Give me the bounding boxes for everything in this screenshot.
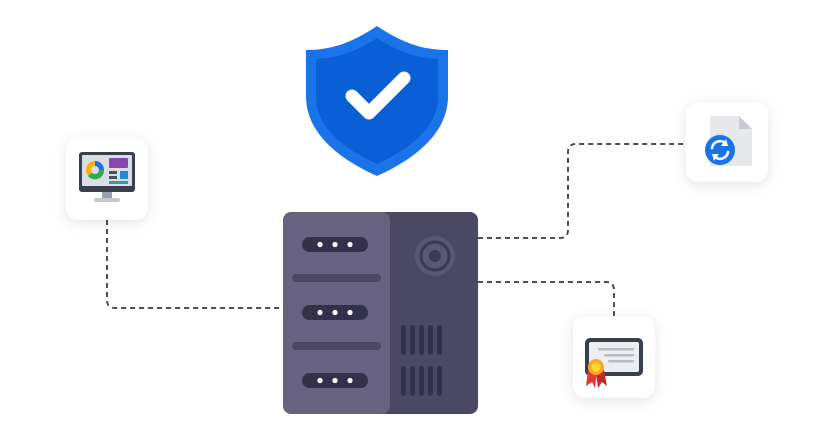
power-button-icon bbox=[415, 236, 455, 276]
drive-bay bbox=[302, 305, 368, 320]
file-sync-icon bbox=[705, 116, 752, 166]
dashboard-monitor-icon bbox=[79, 152, 135, 202]
connectors bbox=[106, 143, 686, 316]
vent-grille bbox=[401, 325, 442, 396]
drive-bay bbox=[302, 373, 368, 388]
shield-check-icon bbox=[306, 26, 448, 176]
certificate-icon bbox=[585, 338, 643, 388]
connector-server-sync bbox=[478, 143, 686, 239]
sync-card bbox=[686, 102, 768, 182]
check-icon bbox=[345, 71, 411, 120]
drive-bay bbox=[302, 237, 368, 252]
server-divider bbox=[292, 342, 381, 350]
server-divider bbox=[292, 274, 381, 282]
connector-monitor-server bbox=[106, 220, 285, 309]
server-tower-icon bbox=[283, 212, 478, 414]
connector-server-certificate bbox=[478, 281, 615, 316]
monitor-card bbox=[66, 138, 148, 220]
certificate-card bbox=[573, 316, 655, 398]
